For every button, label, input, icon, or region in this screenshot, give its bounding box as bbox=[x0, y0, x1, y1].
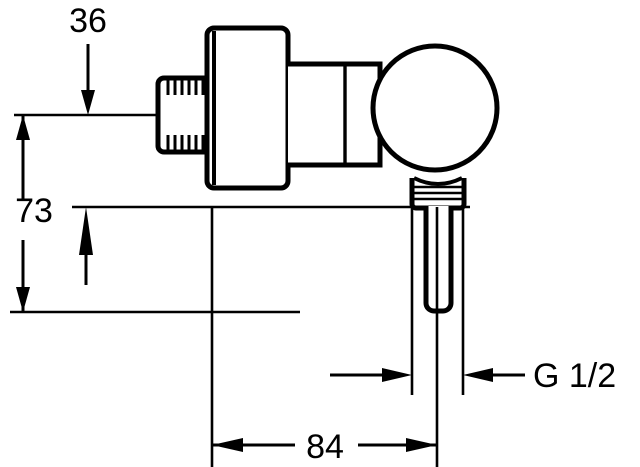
dim-g12-arrowhead-right bbox=[382, 368, 412, 382]
dimension-36: 36 bbox=[69, 2, 107, 115]
thread-ticks-lower bbox=[166, 135, 205, 150]
outlet-threaded-collar bbox=[409, 176, 467, 211]
spherical-handle bbox=[370, 43, 500, 173]
threaded-inlet-nipple bbox=[155, 75, 213, 155]
dimension-73: 73 bbox=[15, 115, 53, 312]
dim-g12-label: G 1/2 bbox=[533, 357, 616, 395]
dim-36-arrowhead bbox=[81, 90, 95, 115]
outlet-spout bbox=[423, 206, 454, 314]
dim-84-arrowhead-right bbox=[406, 438, 437, 452]
dim-g12-arrowhead-left bbox=[463, 368, 493, 382]
dimension-g12: G 1/2 bbox=[330, 357, 616, 395]
wall-flange-block bbox=[204, 25, 291, 191]
extension-lines bbox=[210, 207, 465, 467]
dimension-73-inner-leader bbox=[79, 207, 93, 285]
valve-assembly bbox=[155, 25, 500, 314]
dim-84-label: 84 bbox=[306, 428, 344, 466]
collar-thread-lines bbox=[414, 185, 462, 201]
dim-73-arrowhead-down bbox=[16, 287, 30, 312]
dim-73-label: 73 bbox=[15, 192, 53, 230]
dim-36-label: 36 bbox=[69, 2, 107, 40]
dimension-84: 84 bbox=[212, 428, 437, 466]
dim-73-arrowhead-up bbox=[16, 115, 30, 140]
thread-ticks-upper bbox=[166, 80, 205, 95]
valve-neck-body bbox=[288, 61, 383, 168]
dim-84-arrowhead-left bbox=[212, 438, 243, 452]
